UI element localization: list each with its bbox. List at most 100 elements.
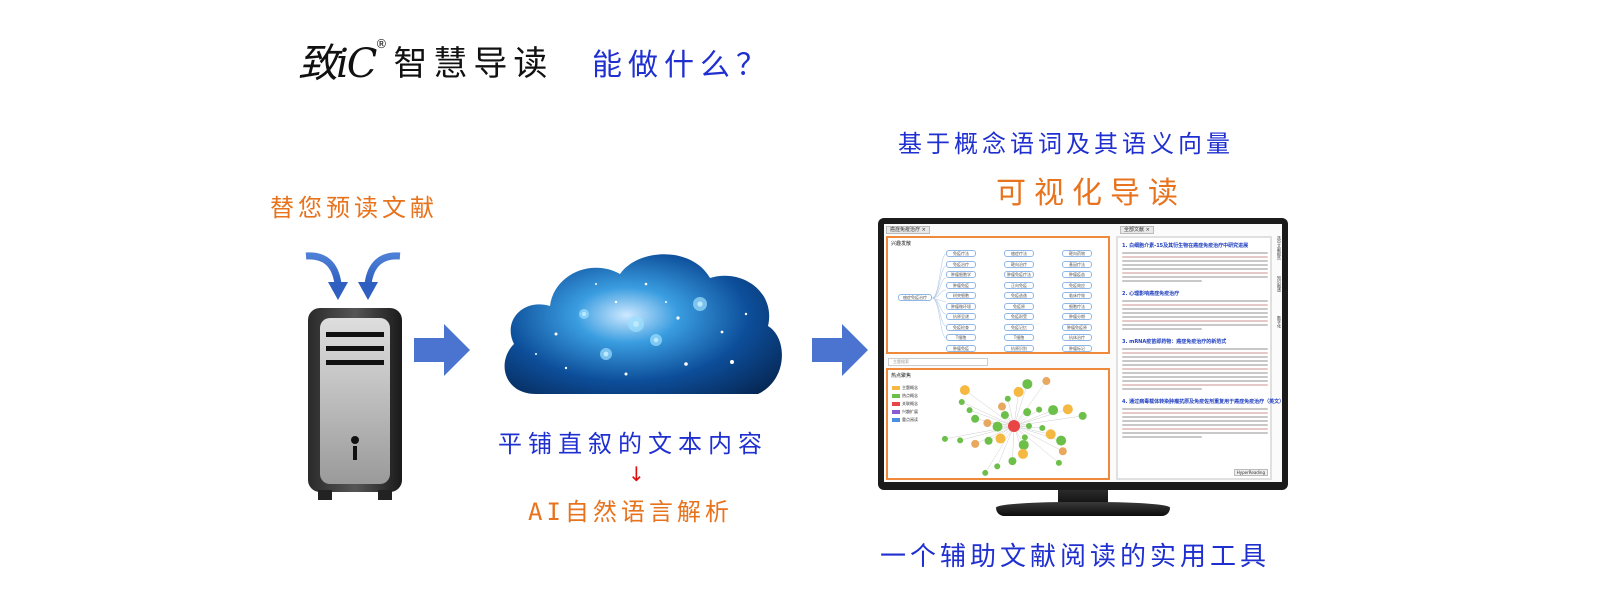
concept-node[interactable]: 免疫检查 xyxy=(946,323,976,331)
graph-node[interactable] xyxy=(1048,405,1059,416)
concept-node[interactable]: 免疫效应 xyxy=(1062,281,1092,289)
tab-all-docs[interactable]: 全部文献 × xyxy=(1120,226,1154,234)
concept-node[interactable]: 肿瘤免疫疗法 xyxy=(1004,271,1034,278)
graph-node[interactable] xyxy=(995,433,1006,444)
document-text-line xyxy=(1122,380,1268,382)
concept-node[interactable]: 免疫耐受 xyxy=(1004,313,1034,320)
concept-node[interactable]: 免疫记忆 xyxy=(1004,323,1034,331)
concept-node[interactable]: 基因疗法 xyxy=(1062,260,1092,268)
graph-node[interactable] xyxy=(1045,429,1056,440)
graph-edge xyxy=(975,425,1015,445)
graph-node[interactable] xyxy=(992,421,1003,432)
graph-node[interactable] xyxy=(982,469,989,476)
graph-node[interactable] xyxy=(1062,404,1073,415)
graph-node[interactable] xyxy=(994,463,1001,470)
graph-node[interactable] xyxy=(1017,448,1028,459)
graph-node[interactable] xyxy=(1055,459,1062,466)
concept-node[interactable]: 肿瘤分期 xyxy=(1062,313,1092,320)
graph-node[interactable] xyxy=(1026,423,1032,429)
concept-node[interactable]: 抗体治疗 xyxy=(1062,334,1092,341)
concept-network-graph[interactable] xyxy=(934,374,1108,478)
document-text-line xyxy=(1122,316,1268,318)
graph-node[interactable] xyxy=(1058,447,1067,456)
graph-node[interactable] xyxy=(1023,408,1032,417)
concept-node[interactable]: 肿瘤微环境 xyxy=(946,302,976,310)
graph-node[interactable] xyxy=(1008,457,1017,466)
concept-node[interactable]: 肿瘤免疫原 xyxy=(1062,323,1092,331)
graph-node[interactable] xyxy=(941,435,948,442)
graph-hub-node[interactable] xyxy=(1008,420,1020,432)
concept-node[interactable]: 抗原呈递 xyxy=(946,313,976,320)
document-heading[interactable]: 4. 通过病毒载体转染肿瘤抗原及免疫佐剂重复用于癌症免疫治疗（英文） xyxy=(1122,399,1285,405)
concept-node[interactable]: 靶向药物 xyxy=(1062,250,1092,257)
concept-node[interactable]: 癌症疗法 xyxy=(1004,250,1034,257)
concept-node[interactable]: 肿瘤免疫 xyxy=(946,344,976,352)
graph-node[interactable] xyxy=(966,407,973,414)
document-text-line xyxy=(1122,420,1268,422)
graph-node[interactable] xyxy=(997,402,1006,411)
root-node[interactable]: 癌症免疫治疗 xyxy=(898,294,932,301)
legend-swatch xyxy=(892,386,900,390)
graph-edge xyxy=(1013,425,1060,464)
graph-node[interactable] xyxy=(1018,439,1029,450)
right-arrow-icon xyxy=(812,324,868,376)
concept-node[interactable]: 免疫疗法 xyxy=(946,250,976,257)
brand-header: 致iC ® 智慧导读 xyxy=(298,30,553,90)
graph-node[interactable] xyxy=(983,419,992,428)
concept-node[interactable]: 免疫逃逸 xyxy=(1004,292,1034,299)
graph-node[interactable] xyxy=(1000,411,1009,420)
graph-node[interactable] xyxy=(1021,434,1028,441)
graph-node[interactable] xyxy=(1039,425,1046,432)
concept-node[interactable]: 树突细胞 xyxy=(946,292,976,299)
search-input[interactable]: 主题搜索 xyxy=(888,358,988,366)
graph-edge xyxy=(1013,408,1068,427)
graph-node[interactable] xyxy=(957,437,964,444)
concept-node[interactable]: 抗原识别 xyxy=(1004,344,1034,352)
legend-label: 主题概念 xyxy=(902,385,918,390)
concept-node[interactable]: 肿瘤免疫 xyxy=(946,281,976,289)
concept-node[interactable]: 肿瘤标记 xyxy=(1062,344,1092,352)
graph-node[interactable] xyxy=(959,385,970,396)
graph-node[interactable] xyxy=(1022,379,1033,390)
document-heading[interactable]: 3. mRNA疫苗即药物：癌症免疫治疗的新范式 xyxy=(1122,339,1227,345)
graph-node[interactable] xyxy=(971,414,980,423)
concept-node[interactable]: T细胞 xyxy=(1004,334,1034,341)
graph-node[interactable] xyxy=(984,436,993,445)
interest-panel: 兴趣发散 癌症免疫治疗 免疫疗法免疫治疗肿瘤细胞学肿瘤免疫树突细胞肿瘤微环境抗原… xyxy=(886,236,1110,354)
concept-node[interactable]: 正向免疫 xyxy=(1004,281,1034,289)
graph-edge xyxy=(975,418,1015,427)
side-tab[interactable]: 选中文献报告 xyxy=(1277,236,1282,260)
concept-node[interactable]: 肿瘤疫苗 xyxy=(1062,271,1092,278)
concept-node[interactable]: 靶向治疗 xyxy=(1004,260,1034,268)
graph-node[interactable] xyxy=(1056,435,1067,446)
document-heading[interactable]: 2. 心理影响癌症免疫治疗 xyxy=(1122,291,1180,297)
concept-node[interactable]: 免疫治疗 xyxy=(946,260,976,268)
graph-node[interactable] xyxy=(1042,377,1051,386)
document-heading[interactable]: 1. 白细胞介素-15及其衍生物在癌症免疫治疗中研究进展 xyxy=(1122,243,1249,249)
document-text-line xyxy=(1122,376,1268,378)
side-tab[interactable]: 知识图谱 xyxy=(1277,276,1282,292)
concept-node[interactable]: 肿瘤细胞学 xyxy=(946,271,976,278)
document-text-line xyxy=(1122,348,1268,350)
graph-node[interactable] xyxy=(1013,386,1024,397)
document-text-line xyxy=(1122,384,1268,386)
concept-node[interactable]: T细胞 xyxy=(946,334,976,341)
document-text-line xyxy=(1122,368,1268,370)
document-text-line xyxy=(1122,276,1268,278)
graph-node[interactable] xyxy=(1078,411,1087,420)
graph-node[interactable] xyxy=(1004,395,1011,402)
concept-node[interactable]: 细胞疗法 xyxy=(1062,302,1092,310)
right-title: 可视化导读 xyxy=(996,176,1186,211)
document-text-line xyxy=(1122,424,1268,426)
concept-node[interactable]: 临床疗效 xyxy=(1062,292,1092,299)
tab-topic[interactable]: 癌症免疫治疗 × xyxy=(886,226,930,234)
graph-node[interactable] xyxy=(971,439,980,448)
left-caption: 替您预读文献 xyxy=(270,194,438,222)
graph-edge xyxy=(1013,409,1054,427)
side-tab[interactable]: 数字化 xyxy=(1277,316,1282,328)
concept-node[interactable]: 免疫原 xyxy=(1004,302,1034,310)
graph-node[interactable] xyxy=(1036,406,1043,413)
graph-node[interactable] xyxy=(958,399,965,406)
tree-edges xyxy=(931,253,947,339)
legend-swatch xyxy=(892,418,900,422)
